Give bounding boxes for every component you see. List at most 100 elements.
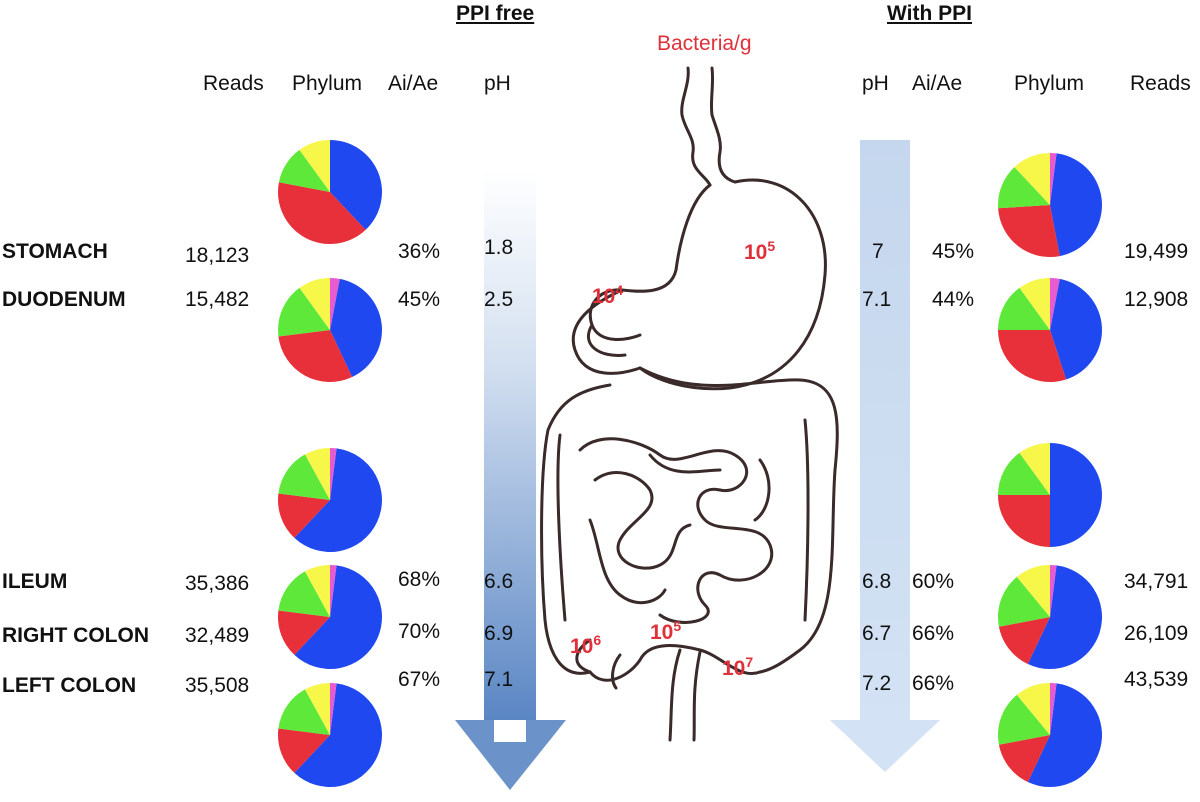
pie-slice-yellow (299, 140, 330, 192)
organ-label-duodenum: DUODENUM (2, 288, 126, 311)
pie-slice-red (998, 330, 1067, 382)
pie-slice-pink (1050, 153, 1057, 205)
pie-slice-blue (1050, 278, 1102, 380)
pie-slice-green (278, 149, 330, 192)
bacteria-per-gram-label: Bacteria/g (657, 32, 752, 55)
phylum-pie-with-ppi-2 (998, 278, 1102, 382)
ph-with-ppi-duodenum: 7.1 (862, 288, 892, 311)
phylum-pie-ppi-free-1 (277, 140, 383, 245)
pie-slice-blue (1050, 443, 1102, 547)
pie-slice-pink (1050, 683, 1057, 735)
pie-slice-pink (330, 565, 337, 617)
pie-slice-green (998, 694, 1050, 745)
reads-with-ppi-left-colon: 43,539 (1124, 668, 1189, 691)
pie-slice-red (998, 495, 1050, 547)
phylum-pie-with-ppi-5 (998, 683, 1102, 787)
pie-slice-blue (294, 448, 383, 553)
pie-slice-yellow (1019, 278, 1050, 330)
pie-slice-blue (294, 565, 383, 669)
pie-slice-red (278, 330, 353, 382)
ai-ae-ppi-free-right-colon: 70% (398, 620, 441, 643)
phylum-pie-ppi-free-2 (278, 278, 383, 382)
ph-with-ppi-right-colon: 6.7 (862, 622, 892, 645)
reads-with-ppi-right-colon: 26,109 (1124, 622, 1189, 645)
reads-ppi-free-right-colon: 32,489 (185, 624, 250, 647)
concentration-duodenum: 104 (592, 282, 624, 308)
ph-with-ppi-left-colon: 7.2 (862, 672, 892, 695)
header-ai-ae-right: Ai/Ae (912, 72, 963, 95)
organ-label-ileum: ILEUM (2, 570, 68, 593)
pie-slice-red (998, 205, 1060, 257)
header-phylum-left: Phylum (292, 72, 363, 95)
organ-label-right-colon: RIGHT COLON (2, 624, 149, 647)
header-phylum-right: Phylum (1014, 72, 1085, 95)
ph-ppi-free-right-colon: 6.9 (484, 622, 514, 645)
pie-slice-yellow (304, 683, 330, 735)
pie-slice-green (998, 167, 1050, 209)
pie-slice-green (998, 287, 1050, 330)
pie-slice-pink (330, 683, 337, 735)
pie-slice-yellow (1019, 443, 1050, 495)
ai-ae-with-ppi-duodenum: 44% (932, 288, 975, 311)
ph-ppi-free-duodenum: 2.5 (484, 288, 514, 311)
ai-ae-ppi-free-left-colon: 67% (398, 668, 441, 691)
ai-ae-with-ppi-right-colon: 66% (912, 622, 955, 645)
title-ppi-free: PPI free (456, 2, 535, 25)
phylum-pie-ppi-free-4 (278, 565, 383, 669)
pie-slice-pink (330, 278, 340, 330)
concentration-cecum: 106 (570, 632, 602, 658)
pie-slice-green (278, 454, 330, 500)
pie-slice-blue (1050, 153, 1102, 257)
pie-slice-pink (330, 448, 337, 500)
ph-with-ppi-ileum: 6.8 (862, 570, 892, 593)
pie-slice-red (278, 610, 330, 655)
phylum-pie-ppi-free-3 (278, 448, 383, 553)
reads-with-ppi-duodenum: 12,908 (1124, 288, 1189, 311)
title-with-ppi: With PPI (887, 2, 972, 25)
pie-slice-yellow (1016, 683, 1050, 735)
pie-slice-green (278, 571, 330, 617)
pie-slice-blue (330, 140, 383, 230)
pie-slice-yellow (299, 278, 330, 330)
phylum-pies-ppi-free (277, 140, 383, 787)
pie-slice-yellow (1016, 565, 1050, 617)
pie-slice-green (998, 576, 1050, 627)
pie-slice-red (998, 617, 1050, 665)
header-ai-ae-left: Ai/Ae (388, 72, 439, 95)
phylum-pie-with-ppi-1 (998, 153, 1102, 257)
pie-slice-blue (1027, 683, 1102, 787)
reads-ppi-free-duodenum: 15,482 (185, 288, 250, 311)
ph-ppi-free-stomach: 1.8 (484, 236, 514, 259)
ai-ae-with-ppi-stomach: 45% (932, 240, 975, 263)
reads-with-ppi-stomach: 19,499 (1124, 240, 1189, 263)
ai-ae-ppi-free-ileum: 68% (398, 568, 441, 591)
reads-with-ppi-ileum: 34,791 (1124, 570, 1189, 593)
ph-gradient-arrow-right (830, 140, 940, 772)
concentration-ileum: 105 (650, 618, 682, 644)
pie-slice-pink (1050, 565, 1057, 617)
phylum-pies-with-ppi (998, 153, 1102, 787)
ai-ae-with-ppi-left-colon: 66% (912, 672, 955, 695)
concentration-stomach: 105 (744, 238, 776, 264)
pie-slice-red (278, 728, 330, 773)
digestive-tract-drawing (540, 66, 839, 742)
pie-slice-green (998, 452, 1050, 495)
ph-with-ppi-stomach: 7 (872, 240, 884, 263)
header-reads-right: Reads (1130, 72, 1191, 95)
reads-ppi-free-ileum: 35,386 (185, 572, 250, 595)
header-ph-left: pH (484, 72, 511, 95)
organ-label-stomach: STOMACH (2, 240, 108, 263)
ph-gradient-arrow-left (455, 170, 566, 790)
pie-slice-pink (1050, 278, 1060, 330)
pie-slice-green (278, 287, 330, 337)
pie-slice-yellow (1014, 153, 1050, 205)
pie-slice-yellow (304, 448, 330, 500)
pie-slice-red (277, 182, 366, 245)
ai-ae-ppi-free-duodenum: 45% (398, 288, 441, 311)
header-ph-right: pH (862, 72, 889, 95)
pie-slice-yellow (304, 565, 330, 617)
pie-slice-green (278, 689, 330, 735)
concentration-colon: 107 (722, 654, 754, 680)
ph-ppi-free-left-colon: 7.1 (484, 668, 514, 691)
